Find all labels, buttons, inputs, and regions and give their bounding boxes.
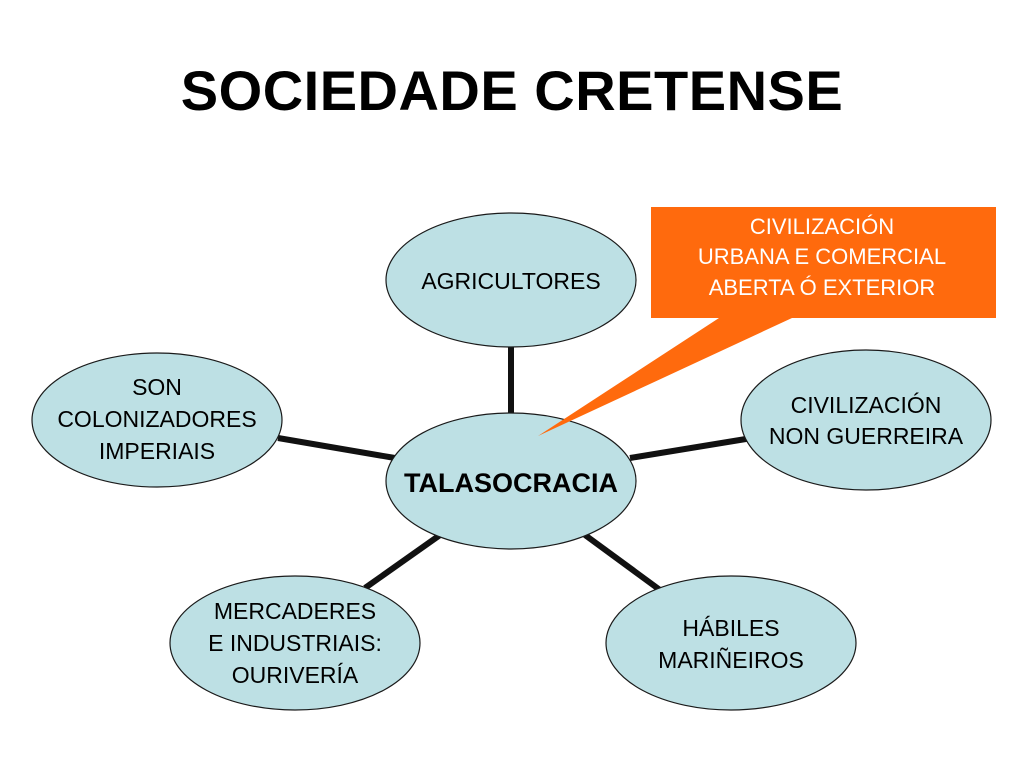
node-label: SON — [132, 374, 182, 400]
connector-non-guerreira — [629, 435, 753, 461]
connector-colonizadores — [277, 435, 396, 461]
node-label: NON GUERREIRA — [769, 423, 964, 449]
connector-marineiros — [583, 532, 662, 593]
node-label: OURIVERÍA — [232, 662, 359, 688]
node-colonizadores: SON COLONIZADORES IMPERIAIS — [31, 352, 283, 488]
node-label: COLONIZADORES — [57, 406, 256, 432]
connectors — [277, 345, 753, 593]
node-agricultores: AGRICULTORES — [385, 212, 637, 348]
node-label: IMPERIAIS — [99, 438, 215, 464]
callout-label: ABERTA Ó EXTERIOR — [709, 275, 936, 300]
slide-title: SOCIEDADE CRETENSE — [180, 59, 844, 122]
node-label: MERCADERES — [214, 598, 376, 624]
node-label: MARIÑEIROS — [658, 647, 804, 673]
callout-shape — [538, 207, 996, 436]
node-habiles-marineiros: HÁBILES MARIÑEIROS — [605, 575, 857, 711]
node-civilizacion-non-guerreira: CIVILIZACIÓN NON GUERREIRA — [740, 349, 992, 491]
node-label: CIVILIZACIÓN — [791, 392, 942, 418]
center-label: TALASOCRACIA — [404, 468, 618, 498]
node-label: AGRICULTORES — [421, 268, 600, 294]
center-node-talasocracia: TALASOCRACIA — [385, 412, 637, 550]
callout-civilizacion-urbana: CIVILIZACIÓN URBANA E COMERCIAL ABERTA Ó… — [538, 207, 996, 436]
node-label: HÁBILES — [682, 615, 779, 641]
callout-label: CIVILIZACIÓN — [750, 214, 894, 239]
node-mercaderes: MERCADERES E INDUSTRIAIS: OURIVERÍA — [169, 575, 421, 711]
connector-mercaderes — [363, 532, 442, 591]
node-label: E INDUSTRIAIS: — [208, 630, 382, 656]
callout-label: URBANA E COMERCIAL — [698, 244, 946, 269]
